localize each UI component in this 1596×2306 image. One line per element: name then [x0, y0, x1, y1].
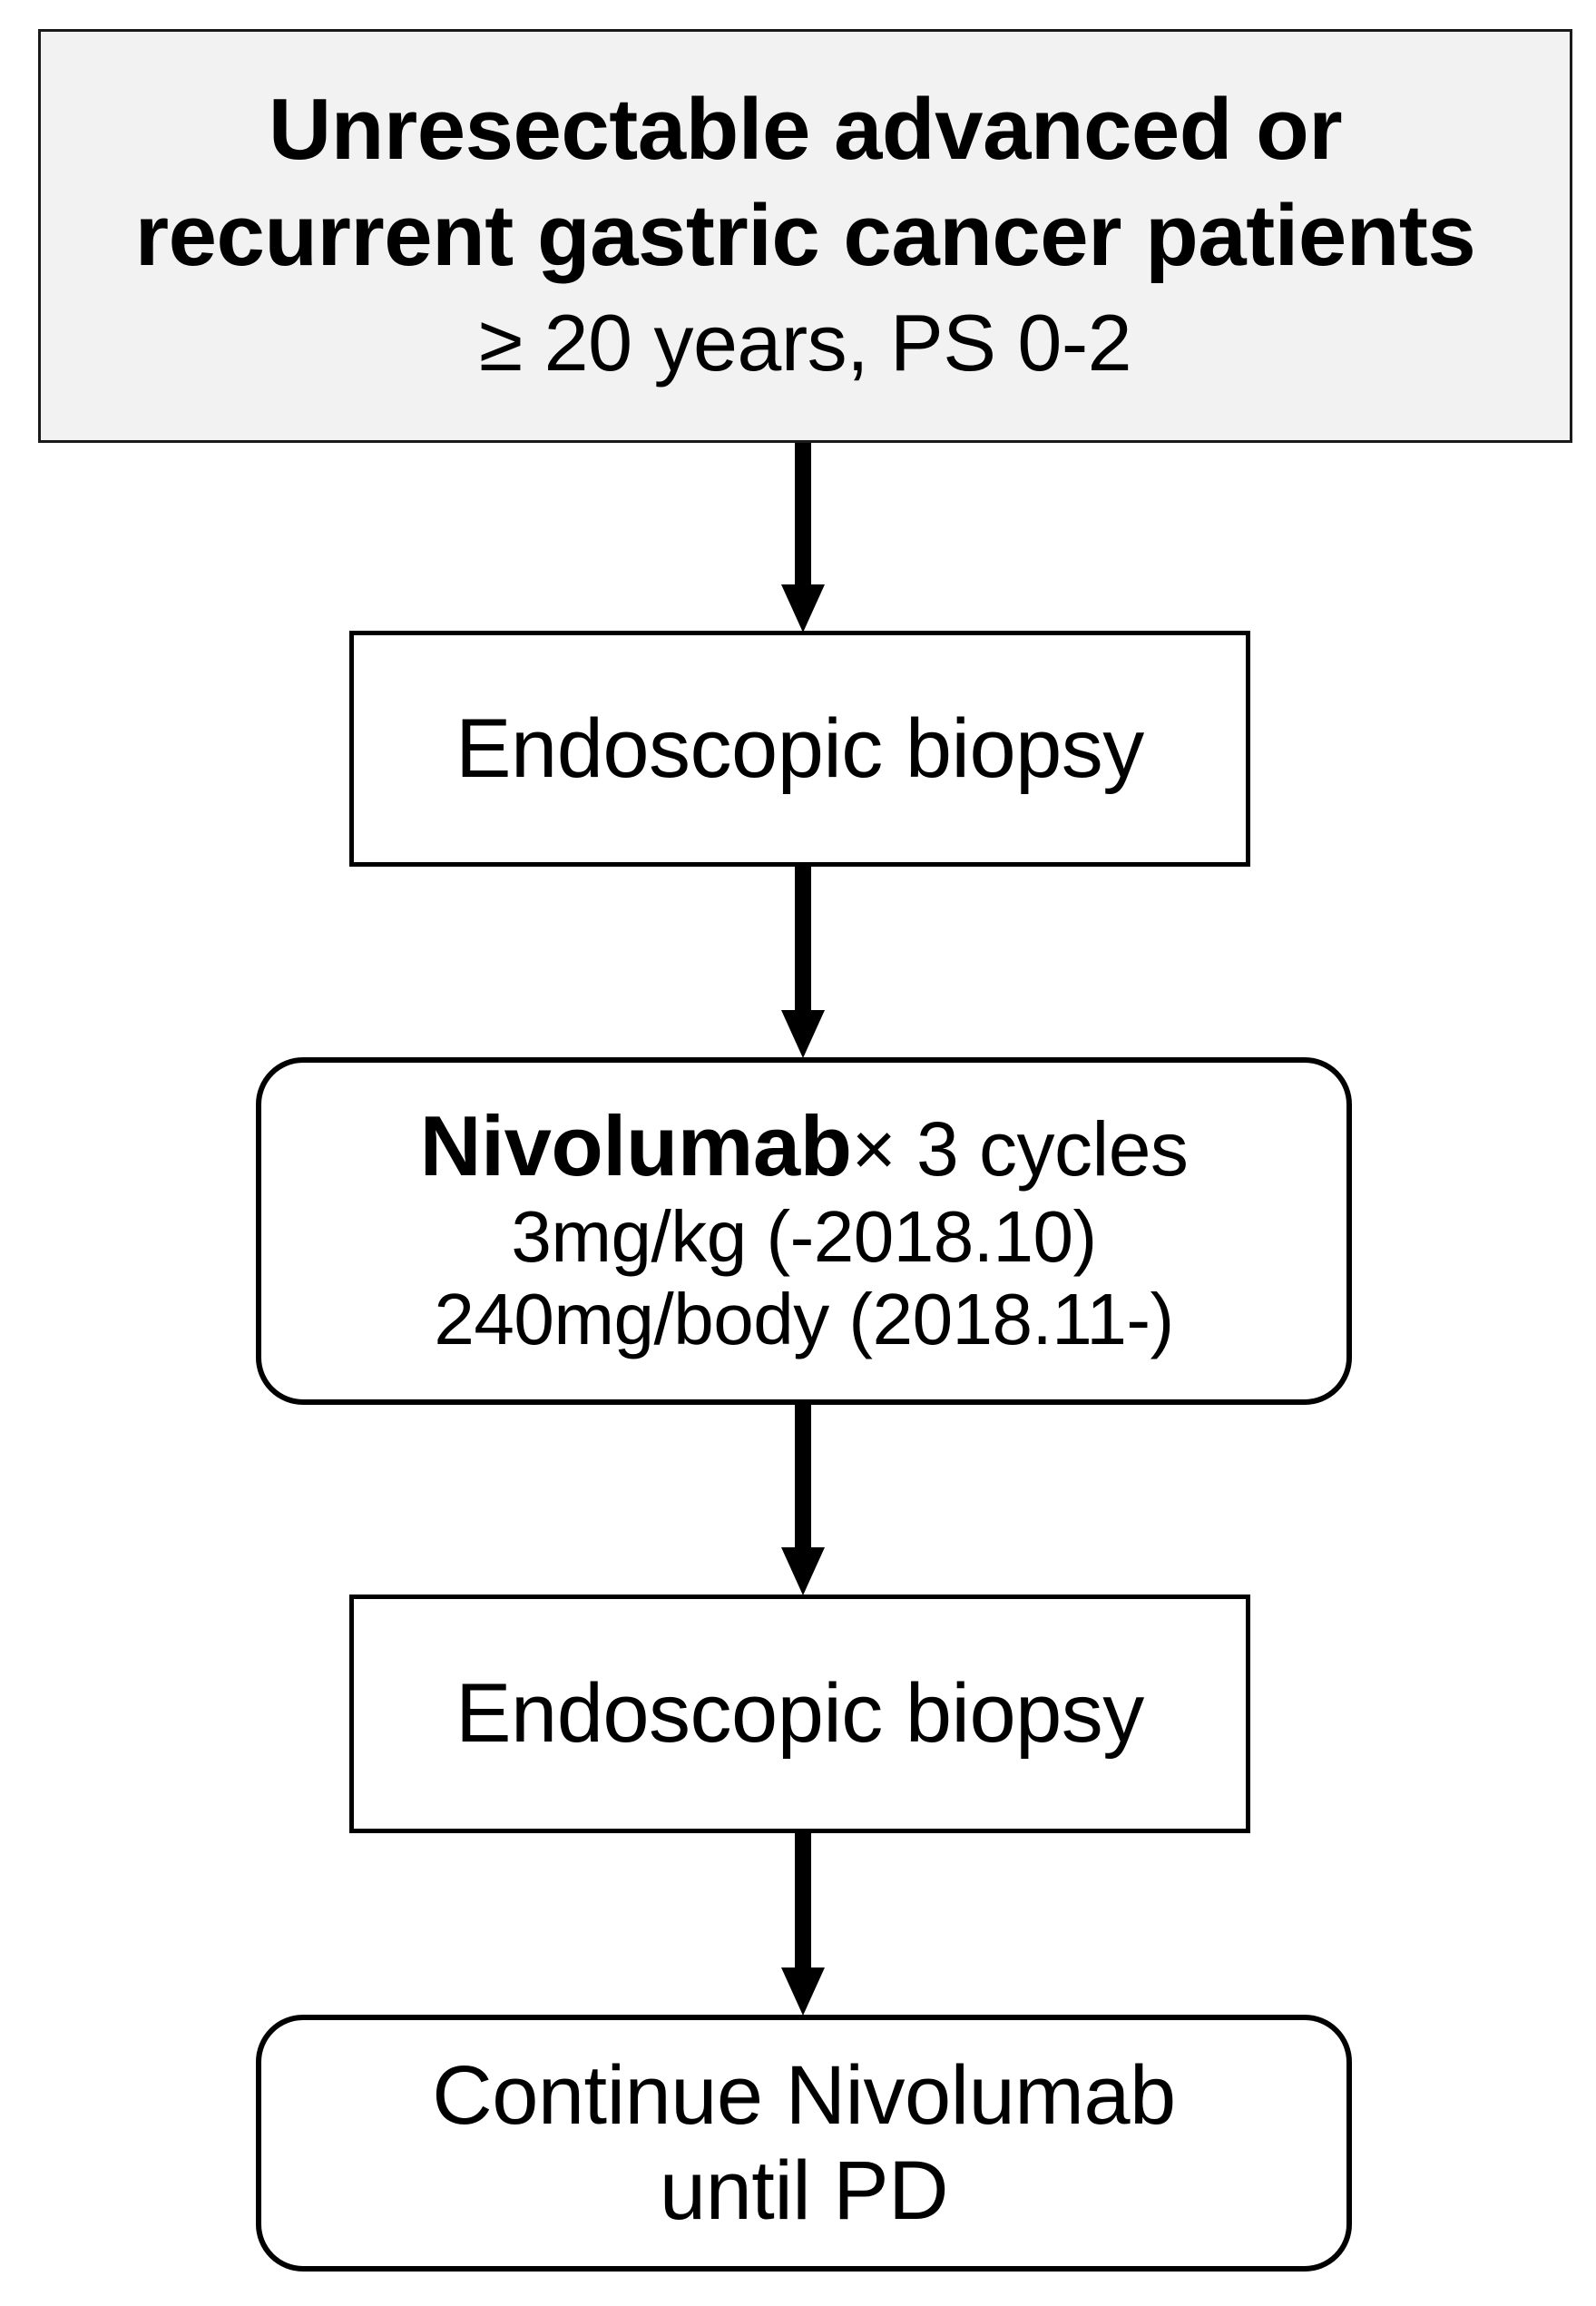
node-endoscopic-biopsy-first: Endoscopic biopsy	[349, 631, 1250, 867]
nivolumab-title: Nivolumab× 3 cycles	[261, 1098, 1346, 1193]
biopsy-first-label: Endoscopic biopsy	[455, 702, 1144, 795]
arrow-down-icon	[781, 867, 825, 1058]
eligibility-line-2: recurrent gastric cancer patients	[134, 187, 1476, 285]
nivolumab-dose-old: 3mg/kg (-2018.10)	[511, 1195, 1097, 1277]
node-endoscopic-biopsy-second: Endoscopic biopsy	[349, 1595, 1250, 1833]
nivolumab-drug-name: Nivolumab	[419, 1097, 853, 1193]
arrow-eligibility-to-biopsy1	[0, 443, 1596, 635]
arrow-biopsy1-to-nivolumab	[0, 867, 1596, 1060]
continue-line-1: Continue Nivolumab	[432, 2048, 1176, 2142]
arrow-down-icon	[781, 1405, 825, 1595]
node-eligibility-criteria: Unresectable advanced or recurrent gastr…	[38, 29, 1572, 443]
arrow-down-icon	[781, 443, 825, 633]
nivolumab-dose-new: 240mg/body (2018.11-)	[434, 1279, 1174, 1360]
arrow-down-icon	[781, 1833, 825, 2016]
eligibility-line-1: Unresectable advanced or	[268, 81, 1343, 179]
nivolumab-cycles: × 3 cycles	[851, 1105, 1189, 1192]
continue-line-2: until PD	[659, 2144, 949, 2237]
biopsy-second-label: Endoscopic biopsy	[455, 1667, 1144, 1761]
eligibility-line-3: ≥ 20 years, PS 0-2	[478, 297, 1132, 388]
node-continue-nivolumab: Continue Nivolumab until PD	[256, 2015, 1352, 2272]
node-nivolumab-induction: Nivolumab× 3 cycles 3mg/kg (-2018.10) 24…	[256, 1057, 1352, 1405]
arrow-biopsy2-to-continue	[0, 1833, 1596, 2017]
arrow-nivolumab-to-biopsy2	[0, 1405, 1596, 1597]
